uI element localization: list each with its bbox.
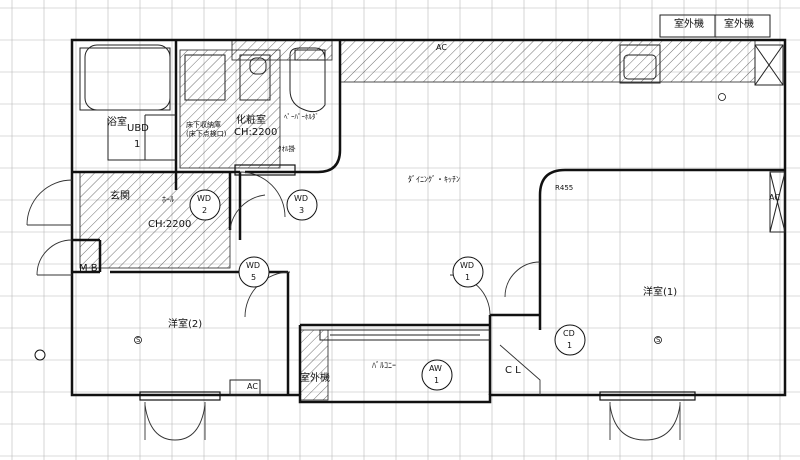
balcony-label: ﾊﾞﾙｺﾆｰ xyxy=(372,361,396,370)
windows xyxy=(139,164,696,401)
door-code-cd1: CD xyxy=(563,329,575,338)
door-number-wd1: 1 xyxy=(465,273,471,282)
door-number-wd3: 3 xyxy=(299,206,305,215)
window-code-aw1: AW xyxy=(429,364,442,373)
outdoor-unit-label-2: 室外機 xyxy=(724,19,754,30)
kitchen-radius-label: R455 xyxy=(555,184,574,192)
marker-circles xyxy=(34,189,586,391)
entrance-ceiling-height: CH:2200 xyxy=(148,219,192,230)
towel-bar-label: ﾀｵﾙ掛 xyxy=(278,145,296,153)
outdoor-unit-balcony-label: 室外機 xyxy=(300,373,330,384)
door-code-wd3: WD xyxy=(294,194,309,203)
ac-label-western1: AC xyxy=(769,193,780,202)
vanity-ceiling-height: CH:2200 xyxy=(234,127,278,138)
entrance-label: 玄関 xyxy=(110,191,130,202)
door-code-wd5: WD xyxy=(246,261,261,270)
sensor-label-western1: S xyxy=(656,336,661,344)
dining-kitchen-label: ﾀﾞｲﾆﾝｸﾞ・ｷｯﾁﾝ xyxy=(408,175,460,184)
window-number-aw1: 1 xyxy=(434,376,440,385)
inner-lines xyxy=(79,14,786,396)
meter-box-label: M B xyxy=(79,263,98,274)
underfloor-inspection-label: (床下点検口) xyxy=(186,130,227,138)
ubd-label: UBD xyxy=(127,123,149,134)
door-code-wd1: WD xyxy=(460,261,475,270)
door-number-wd5: 5 xyxy=(251,273,257,282)
ac-label-dining: AC xyxy=(436,43,447,52)
bath-label: 浴室 xyxy=(107,117,127,128)
western-room-1-label: 洋室(1) xyxy=(643,287,678,298)
hall-label: ﾎｰﾙ xyxy=(162,195,174,204)
paper-holder-label: ﾍﾟｰﾊﾟｰﾎﾙﾀﾞ xyxy=(284,113,319,121)
sensor-marks xyxy=(134,93,726,344)
closet-label: C L xyxy=(505,365,521,376)
door-code-wd2: WD xyxy=(197,194,212,203)
ac-label-western2: AC xyxy=(247,382,258,391)
door-number-wd2: 2 xyxy=(202,206,208,215)
vanity-label: 化粧室 xyxy=(236,115,266,126)
western-room-2-label: 洋室(2) xyxy=(168,319,203,330)
door-number-cd1: 1 xyxy=(567,341,573,350)
underfloor-storage-label: 床下収納庫 xyxy=(186,121,221,129)
ubd-number: 1 xyxy=(134,139,141,150)
outdoor-unit-label-1: 室外機 xyxy=(674,19,704,30)
sensor-label-western2: S xyxy=(136,336,141,344)
